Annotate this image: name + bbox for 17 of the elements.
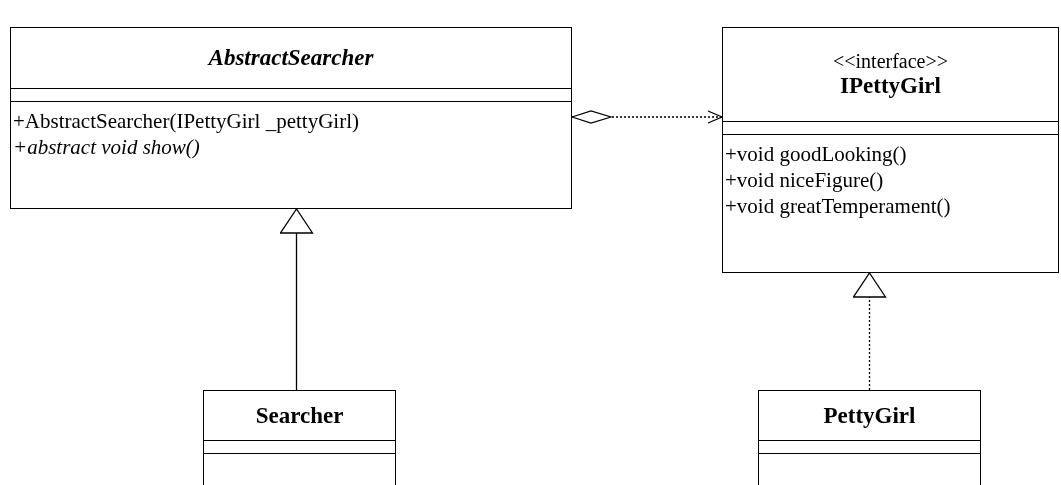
class-box	[203, 390, 396, 485]
method-signature: +void goodLooking()	[725, 141, 908, 167]
aggregation-arrow	[571, 110, 723, 124]
method-signature: +abstract void show()	[13, 134, 201, 160]
class-box	[758, 390, 981, 485]
method-signature: +AbstractSearcher(IPettyGirl _pettyGirl)	[13, 108, 360, 134]
method-signature: +void greatTemperament()	[725, 193, 952, 219]
class-box	[722, 27, 1059, 273]
generalization-arrow	[279, 208, 314, 391]
class-name: PettyGirl	[823, 402, 916, 429]
class-name: Searcher	[255, 402, 344, 429]
method-signature: +void niceFigure()	[725, 167, 885, 193]
generalization-arrow	[852, 272, 887, 391]
stereotype-label: <<interface>>	[832, 50, 949, 73]
class-name: IPettyGirl	[840, 73, 941, 99]
class-box	[10, 27, 572, 209]
class-name: AbstractSearcher	[208, 45, 374, 71]
